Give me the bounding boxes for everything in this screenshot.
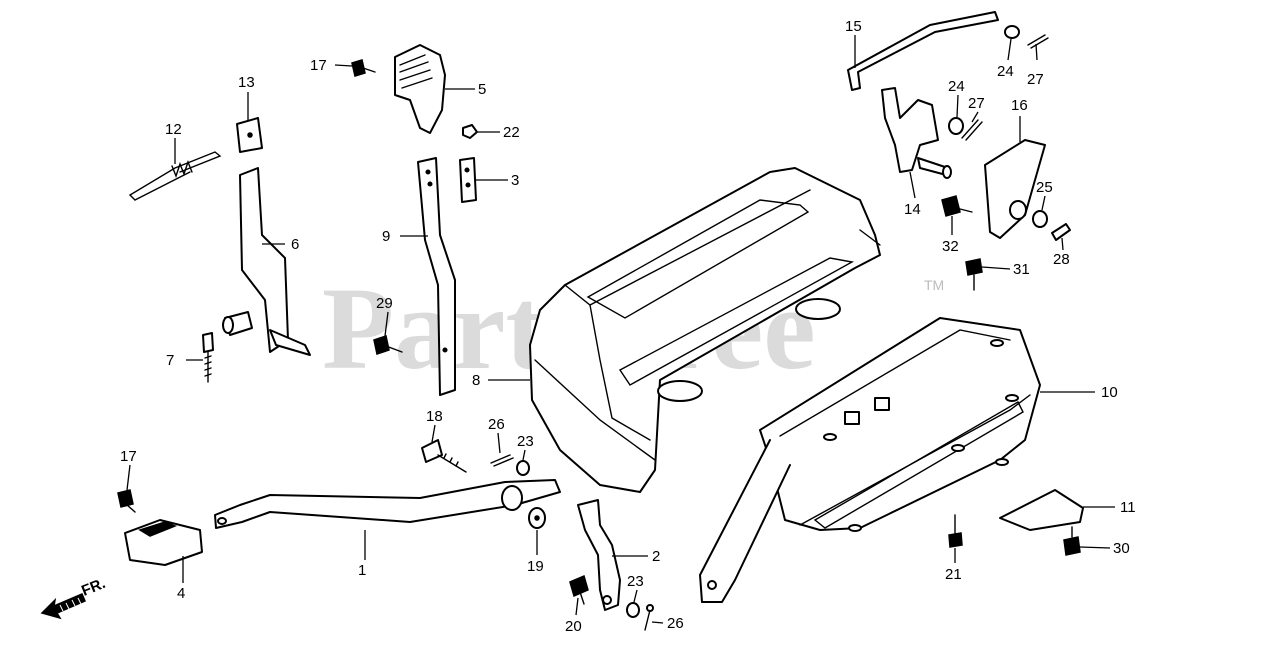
part-8-cover[interactable] bbox=[529, 167, 881, 493]
part-12-spring[interactable] bbox=[128, 151, 222, 201]
callout-30: 30 bbox=[1113, 540, 1130, 557]
callout-20: 20 bbox=[565, 618, 582, 635]
watermark-trademark: TM bbox=[924, 277, 944, 293]
callout-5: 5 bbox=[478, 81, 486, 98]
callout-11: 11 bbox=[1120, 499, 1136, 516]
callout-21: 21 bbox=[945, 566, 962, 583]
callout-3: 3 bbox=[511, 172, 519, 189]
callout-29: 29 bbox=[376, 295, 393, 312]
part-2-link[interactable] bbox=[577, 499, 621, 611]
part-25-washer[interactable] bbox=[1032, 210, 1048, 228]
part-22-nut[interactable] bbox=[462, 124, 478, 139]
callout-24b: 24 bbox=[948, 78, 965, 95]
callout-8: 8 bbox=[472, 372, 480, 389]
callout-17b: 17 bbox=[120, 448, 137, 465]
callout-1: 1 bbox=[358, 562, 366, 579]
callout-26a: 26 bbox=[488, 416, 505, 433]
callout-6: 6 bbox=[291, 236, 299, 253]
part-7-stud[interactable] bbox=[202, 332, 214, 383]
part-24a-washer[interactable] bbox=[1004, 25, 1020, 39]
part-19-washer[interactable] bbox=[528, 507, 546, 529]
part-24b-washer[interactable] bbox=[948, 117, 964, 135]
callout-7: 7 bbox=[166, 352, 174, 369]
callout-17a: 17 bbox=[310, 57, 327, 74]
part-11-angle[interactable] bbox=[999, 489, 1084, 531]
part-18-bolt[interactable] bbox=[421, 439, 467, 473]
part-6-lever[interactable] bbox=[222, 167, 311, 356]
part-15-rod[interactable] bbox=[847, 11, 999, 91]
callout-23a: 23 bbox=[517, 433, 534, 450]
part-17a-bolt[interactable] bbox=[351, 59, 376, 77]
part-5-cap[interactable] bbox=[394, 44, 446, 134]
part-28-pin[interactable] bbox=[1051, 223, 1071, 241]
part-23b-washer[interactable] bbox=[626, 602, 640, 618]
callout-18: 18 bbox=[426, 408, 443, 425]
part-26b-pin[interactable] bbox=[644, 604, 654, 631]
callout-12: 12 bbox=[165, 121, 182, 138]
part-3-plate[interactable] bbox=[459, 157, 477, 203]
callout-26b: 26 bbox=[667, 615, 684, 632]
part-31-bolt[interactable] bbox=[965, 258, 983, 291]
leader-lines bbox=[126, 35, 1115, 624]
part-17b-bolt[interactable] bbox=[117, 489, 136, 513]
callout-10: 10 bbox=[1101, 384, 1118, 401]
callout-22: 22 bbox=[503, 124, 520, 141]
callout-23b: 23 bbox=[627, 573, 644, 590]
part-21-bolt[interactable] bbox=[948, 514, 963, 548]
callout-15: 15 bbox=[845, 18, 862, 35]
part-26a-pin[interactable] bbox=[490, 454, 514, 467]
part-27b-pin[interactable] bbox=[961, 119, 983, 141]
callout-31: 31 bbox=[1013, 261, 1030, 278]
part-27a-pin[interactable] bbox=[1027, 34, 1049, 49]
callout-13: 13 bbox=[238, 74, 255, 91]
part-29-bolt[interactable] bbox=[373, 335, 403, 355]
callout-16: 16 bbox=[1011, 97, 1028, 114]
part-20-bolt[interactable] bbox=[569, 574, 589, 605]
part-10-bracket[interactable] bbox=[699, 317, 1041, 603]
part-1-rod[interactable] bbox=[214, 479, 561, 529]
part-16-plate[interactable] bbox=[984, 139, 1046, 239]
part-13-pad[interactable] bbox=[236, 117, 263, 153]
callout-27a: 27 bbox=[1027, 71, 1044, 88]
part-32-bolt[interactable] bbox=[941, 195, 973, 217]
callout-19: 19 bbox=[527, 558, 544, 575]
callout-24a: 24 bbox=[997, 63, 1014, 80]
part-23a-washer[interactable] bbox=[516, 460, 530, 476]
part-30-bolt[interactable] bbox=[1063, 526, 1081, 556]
callout-14: 14 bbox=[904, 201, 921, 218]
front-direction-label: FR. bbox=[79, 575, 108, 600]
part-14-bracket[interactable] bbox=[881, 87, 952, 179]
callout-32: 32 bbox=[942, 238, 959, 255]
callout-27b: 27 bbox=[968, 95, 985, 112]
part-9-arm[interactable] bbox=[417, 157, 456, 396]
callout-28: 28 bbox=[1053, 251, 1070, 268]
callout-2: 2 bbox=[652, 548, 660, 565]
callout-4: 4 bbox=[177, 585, 185, 602]
part-4-knob[interactable] bbox=[124, 519, 203, 566]
front-direction-arrow-icon bbox=[40, 593, 86, 620]
callout-25: 25 bbox=[1036, 179, 1053, 196]
callout-9: 9 bbox=[382, 228, 390, 245]
